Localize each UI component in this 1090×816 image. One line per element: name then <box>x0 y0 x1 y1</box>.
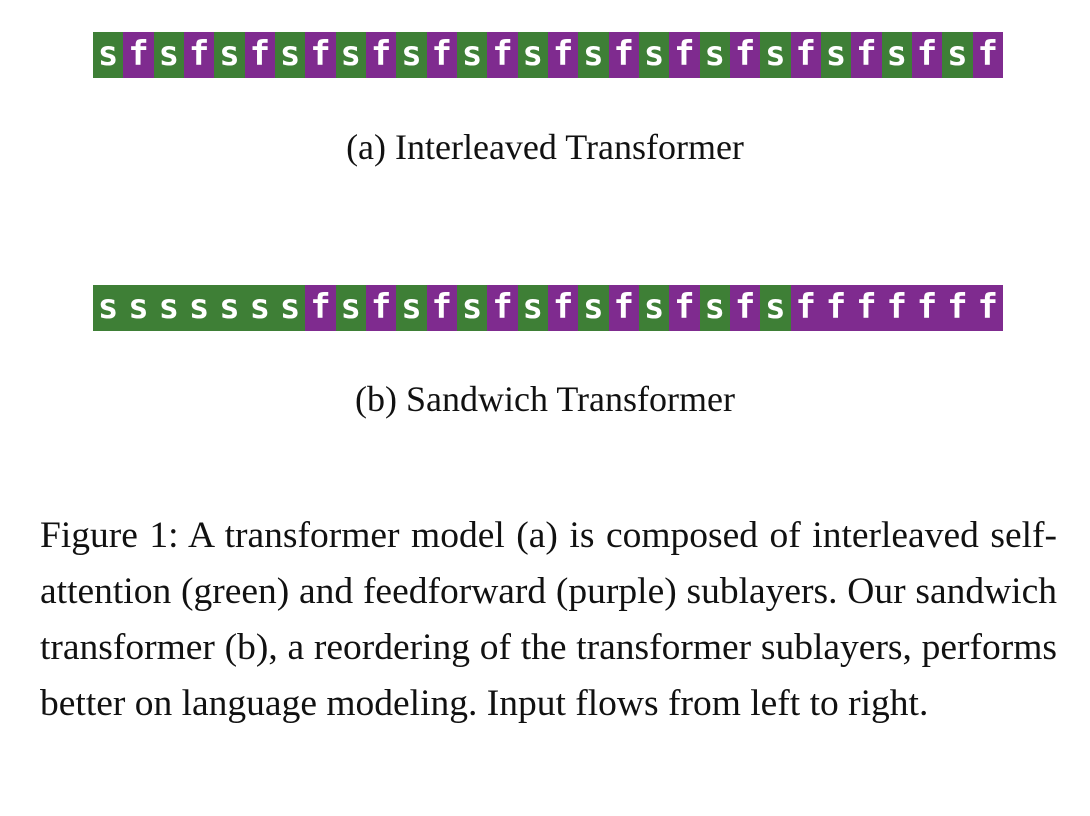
self-attention-sublayer: s <box>820 32 852 78</box>
feedforward-sublayer: f <box>305 32 336 78</box>
self-attention-sublayer: s <box>153 285 184 331</box>
feedforward-sublayer: f <box>790 32 821 78</box>
feedforward-sublayer: f <box>911 32 943 78</box>
self-attention-sublayer: s <box>638 285 670 331</box>
figure-caption: Figure 1: A transformer model (a) is com… <box>40 515 1057 724</box>
self-attention-sublayer: s <box>274 285 306 331</box>
self-attention-sublayer: s <box>153 32 184 78</box>
self-attention-sublayer: s <box>335 285 366 331</box>
self-attention-sublayer: s <box>699 285 730 331</box>
feedforward-sublayer: f <box>790 285 821 331</box>
self-attention-sublayer: s <box>881 32 912 78</box>
feedforward-sublayer: f <box>426 32 457 78</box>
self-attention-sublayer: s <box>699 32 730 78</box>
self-attention-sublayer: s <box>214 32 245 78</box>
self-attention-sublayer: s <box>456 32 488 78</box>
feedforward-sublayer: f <box>972 32 1003 78</box>
self-attention-sublayer: s <box>942 32 973 78</box>
self-attention-sublayer: s <box>335 32 366 78</box>
feedforward-sublayer: f <box>608 285 639 331</box>
self-attention-sublayer: s <box>456 285 488 331</box>
self-attention-sublayer: s <box>244 285 275 331</box>
self-attention-sublayer: s <box>274 32 306 78</box>
feedforward-sublayer: f <box>972 285 1003 331</box>
subfigure-a-caption: (a) Interleaved Transformer <box>346 127 744 167</box>
self-attention-sublayer: s <box>214 285 245 331</box>
feedforward-sublayer: f <box>669 32 700 78</box>
self-attention-sublayer: s <box>123 285 154 331</box>
feedforward-sublayer: f <box>244 32 275 78</box>
feedforward-sublayer: f <box>729 285 761 331</box>
feedforward-sublayer: f <box>183 32 215 78</box>
self-attention-sublayer: s <box>396 285 427 331</box>
feedforward-sublayer: f <box>881 285 912 331</box>
self-attention-sublayer: s <box>760 285 791 331</box>
feedforward-sublayer: f <box>547 285 579 331</box>
feedforward-sublayer: f <box>851 285 882 331</box>
self-attention-sublayer: s <box>517 32 548 78</box>
feedforward-sublayer: f <box>608 32 639 78</box>
feedforward-sublayer: f <box>123 32 154 78</box>
feedforward-sublayer: f <box>729 32 761 78</box>
self-attention-sublayer: s <box>396 32 427 78</box>
self-attention-sublayer: s <box>93 285 124 331</box>
feedforward-sublayer: f <box>942 285 973 331</box>
feedforward-sublayer: f <box>305 285 336 331</box>
feedforward-sublayer: f <box>365 32 397 78</box>
self-attention-sublayer: s <box>93 32 124 78</box>
feedforward-sublayer: f <box>820 285 852 331</box>
feedforward-sublayer: f <box>426 285 457 331</box>
subfigure-b-caption: (b) Sandwich Transformer <box>355 379 735 419</box>
feedforward-sublayer: f <box>669 285 700 331</box>
feedforward-sublayer: f <box>547 32 579 78</box>
feedforward-sublayer: f <box>365 285 397 331</box>
self-attention-sublayer: s <box>183 285 215 331</box>
feedforward-sublayer: f <box>487 32 518 78</box>
feedforward-sublayer: f <box>911 285 943 331</box>
feedforward-sublayer: f <box>487 285 518 331</box>
self-attention-sublayer: s <box>517 285 548 331</box>
feedforward-sublayer: f <box>851 32 882 78</box>
self-attention-sublayer: s <box>760 32 791 78</box>
self-attention-sublayer: s <box>578 32 609 78</box>
self-attention-sublayer: s <box>638 32 670 78</box>
self-attention-sublayer: s <box>578 285 609 331</box>
